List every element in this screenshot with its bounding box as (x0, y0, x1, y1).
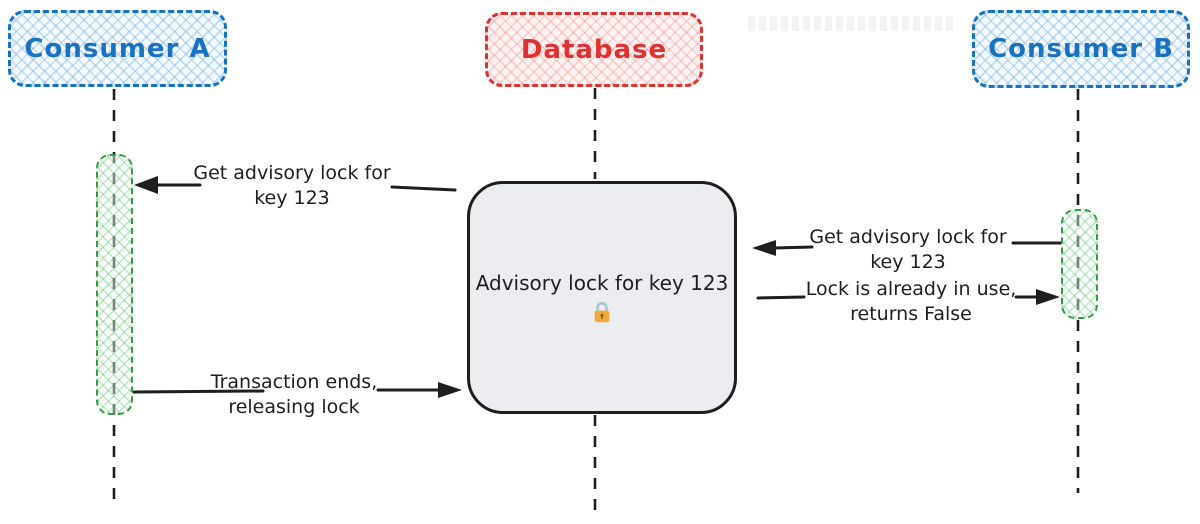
actor-database: Database (485, 12, 703, 87)
message-3-arrowhead (752, 240, 776, 256)
message-3-label: Get advisory lock for key 123 (809, 225, 1006, 275)
message-2-arrowhead (438, 382, 462, 398)
message-2-line-1: Transaction ends, (210, 371, 378, 393)
message-1-arrowhead (134, 176, 158, 194)
message-4-arrowhead (1036, 289, 1060, 305)
message-3-line-1: Get advisory lock for (809, 226, 1007, 248)
advisory-lock-box-label: Advisory lock for key 123 (475, 271, 729, 295)
actor-consumer-a-label: Consumer A (24, 33, 211, 64)
message-2-label: Transaction ends, releasing lock (211, 370, 377, 420)
message-4-line-2: returns False (850, 303, 972, 325)
faint-watermark-strip (748, 16, 956, 31)
message-1-line-1: Get advisory lock for (193, 162, 391, 184)
message-3-arrow (752, 240, 1063, 256)
message-2-arrow (132, 382, 462, 398)
message-1-arrow (134, 176, 457, 194)
activation-bar-consumer-b (1061, 209, 1098, 319)
advisory-lock-box: Advisory lock for key 123 (467, 181, 737, 414)
activation-bar-consumer-a (96, 154, 133, 415)
actor-consumer-b-label: Consumer B (988, 34, 1174, 64)
message-4-line-1: Lock is already in use, (805, 278, 1017, 300)
actor-database-label: Database (520, 34, 668, 65)
lock-icon (594, 301, 610, 323)
message-4-label: Lock is already in use, returns False (806, 277, 1017, 327)
actor-consumer-b: Consumer B (972, 10, 1190, 88)
message-4-arrow (756, 289, 1060, 305)
message-3-line-2: key 123 (870, 251, 946, 273)
message-1-label: Get advisory lock for key 123 (193, 161, 390, 211)
actor-consumer-a: Consumer A (8, 10, 227, 87)
message-1-line-2: key 123 (254, 187, 330, 209)
message-2-line-2: releasing lock (228, 396, 360, 418)
